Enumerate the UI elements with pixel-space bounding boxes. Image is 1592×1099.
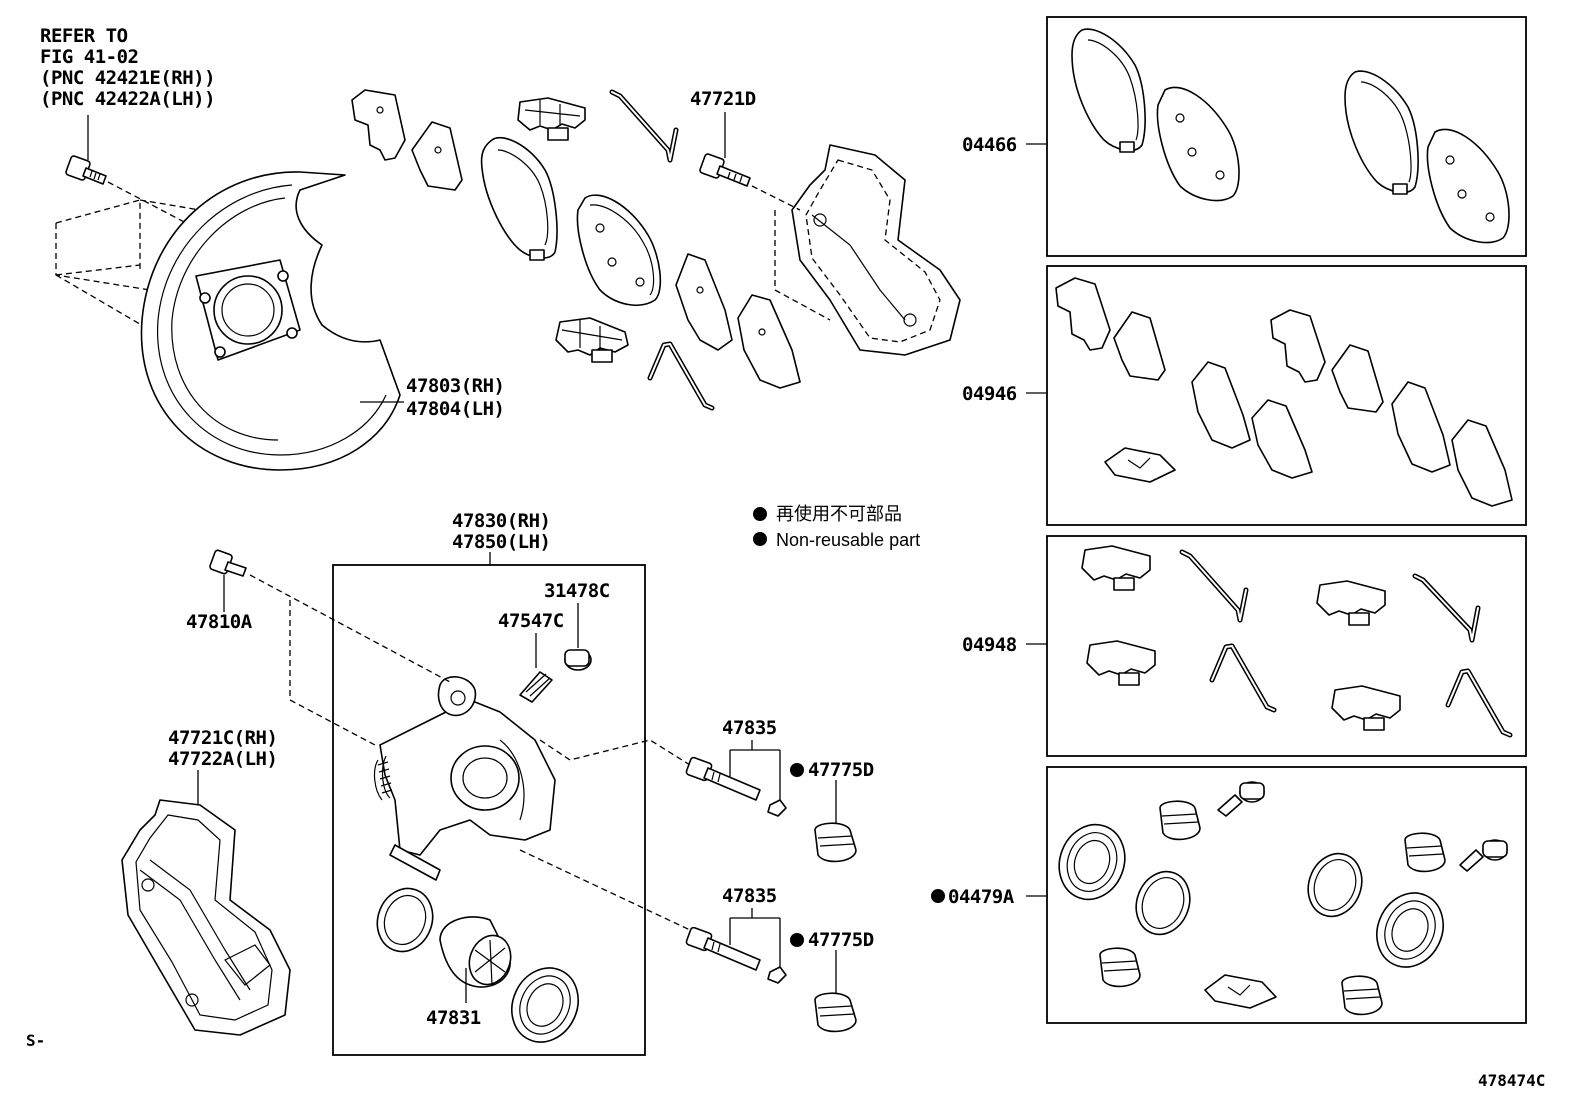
label-47803: 47803(RH) — [406, 375, 504, 397]
mounting-bracket — [121, 799, 291, 1036]
kit-box-04479A — [1046, 766, 1527, 1024]
label-47810A: 47810A — [186, 611, 253, 633]
kit-box-04466 — [1046, 16, 1527, 257]
bolt-47810A — [209, 549, 247, 577]
label-47831: 47831 — [426, 1007, 481, 1029]
kit-label-04466: 04466 — [962, 134, 1017, 156]
label-47775D-lower: 47775D — [808, 929, 874, 951]
refer-line-4: (PNC 42422A(LH)) — [40, 88, 215, 110]
label-47850: 47850(LH) — [452, 531, 550, 553]
dust-shield — [140, 171, 401, 471]
non-reusable-mark-icon — [790, 763, 804, 777]
shim-top-1 — [351, 89, 406, 161]
piston-seal — [376, 887, 434, 953]
refer-note: REFER TO FIG 41-02 (PNC 42421E(RH)) (PNC… — [40, 25, 216, 160]
shim-mid-1 — [675, 253, 733, 351]
refer-line-1: REFER TO — [40, 25, 128, 47]
label-47721D: 47721D — [690, 88, 756, 110]
label-47721C: 47721C(RH) — [168, 727, 277, 749]
non-reusable-mark-icon — [931, 889, 945, 903]
legend-jp: 再使用不可部品 — [776, 504, 902, 524]
label-47547C: 47547C — [498, 610, 564, 632]
brake-pad-top-2 — [576, 194, 662, 306]
legend: 再使用不可部品 Non-reusable part — [753, 504, 920, 550]
label-47804: 47804(LH) — [406, 398, 504, 420]
bolt-47721D — [699, 153, 751, 187]
kit-box-04946 — [1046, 265, 1527, 526]
shim-mid-2 — [737, 294, 801, 389]
label-47775D-upper: 47775D — [808, 759, 874, 781]
bleeder-screw — [519, 671, 553, 703]
pin-boot-lower — [814, 992, 857, 1033]
kit-label-04479A: 04479A — [948, 886, 1015, 908]
caliper-body — [373, 676, 556, 881]
slide-pin-upper — [685, 756, 787, 817]
illustration-number: 478474C — [1478, 1071, 1545, 1090]
caliper-mount-top — [774, 144, 961, 356]
label-47722A: 47722A(LH) — [168, 748, 277, 770]
brake-pad-top-1 — [480, 136, 558, 261]
kit-label-04946: 04946 — [962, 383, 1017, 405]
spring-top — [609, 89, 679, 163]
label-47830: 47830(RH) — [452, 510, 550, 532]
bleeder-cap — [564, 649, 592, 671]
label-47835-lower: 47835 — [722, 885, 777, 907]
shim-top-2 — [411, 121, 463, 191]
piston — [439, 916, 512, 988]
kit-04479A-seals — [1058, 781, 1508, 1016]
kit-04466-pads — [1071, 28, 1510, 244]
clip-lower — [555, 317, 629, 363]
label-31478C: 31478C — [544, 580, 610, 602]
refer-line-2: FIG 41-02 — [40, 46, 138, 68]
non-reusable-bullet-icon — [753, 507, 767, 521]
corner-left-mark: S- — [26, 1031, 45, 1050]
kit-04948-clips-springs — [1081, 545, 1513, 738]
piston-boot — [511, 967, 579, 1043]
bolt-top-left — [65, 155, 107, 185]
kit-box-04948 — [1046, 535, 1527, 757]
non-reusable-mark-icon — [790, 933, 804, 947]
spring-lower — [647, 341, 715, 411]
kit-04946-shims — [1055, 277, 1513, 507]
legend-en: Non-reusable part — [776, 530, 920, 550]
clip-top — [517, 97, 586, 141]
label-47835-upper: 47835 — [722, 717, 777, 739]
kit-label-04948: 04948 — [962, 634, 1017, 656]
refer-line-3: (PNC 42421E(RH)) — [40, 67, 215, 89]
pin-boot-upper — [814, 822, 857, 863]
caliper-assembly-box — [332, 564, 646, 1056]
non-reusable-bullet-icon — [753, 532, 767, 546]
slide-pin-lower — [685, 926, 787, 984]
